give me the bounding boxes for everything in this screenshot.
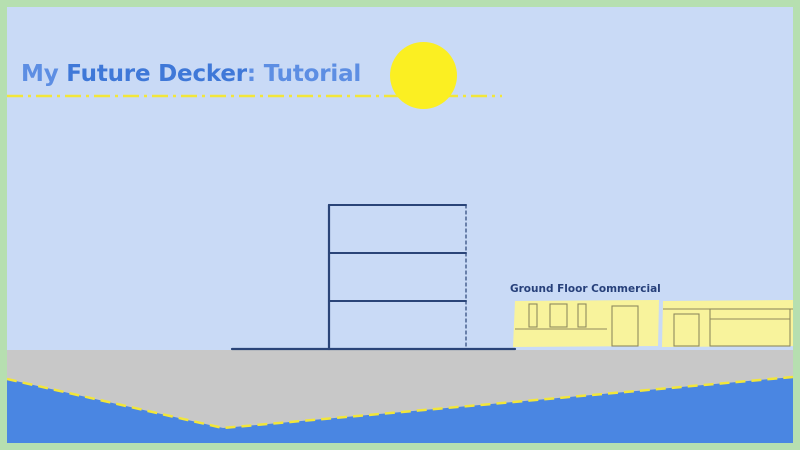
building-icon: [230, 203, 517, 351]
storefront-icon: [513, 300, 659, 347]
title-my: My: [21, 61, 67, 87]
shoreline-dash: [7, 375, 793, 430]
sun-icon: [390, 42, 457, 109]
page-title: My Future Decker: Tutorial: [21, 61, 361, 87]
ground-floor-commercial-label: Ground Floor Commercial: [510, 283, 661, 295]
water: [7, 377, 793, 443]
storefront-icon: [662, 300, 793, 347]
title-tutorial: : Tutorial: [246, 61, 362, 87]
canvas-stage: My Future Decker: Tutorial: [7, 7, 793, 443]
title-future-decker: Future Decker: [66, 61, 247, 87]
street-scene: [7, 203, 793, 443]
